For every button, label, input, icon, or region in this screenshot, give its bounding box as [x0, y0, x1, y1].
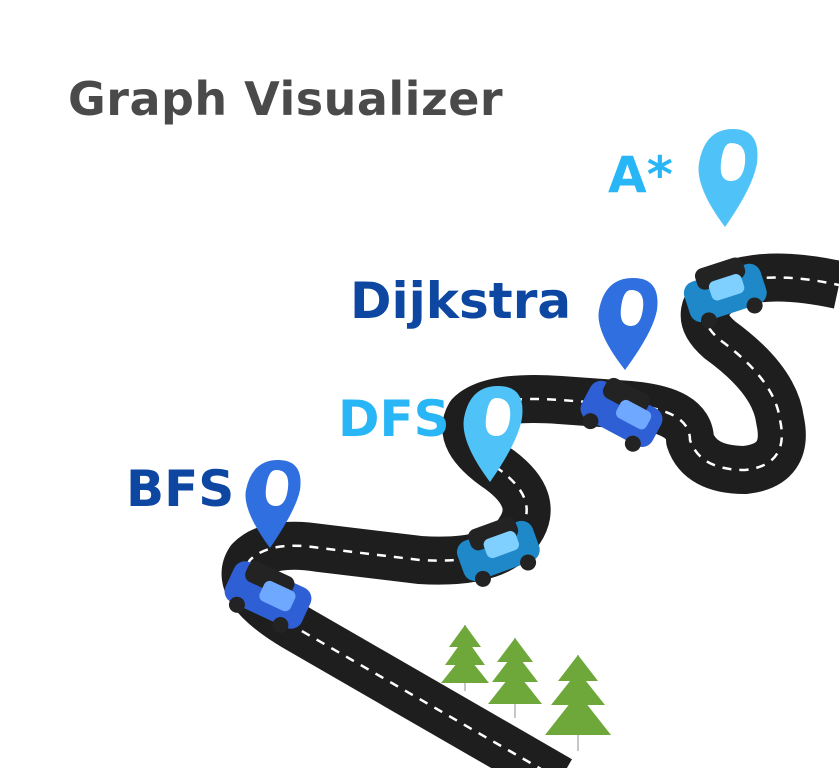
car-icon [224, 561, 312, 634]
label-bfs: BFS [126, 460, 235, 518]
map-pin-icon [698, 129, 758, 227]
map-pin-icon [463, 386, 523, 482]
winding-road [221, 253, 839, 768]
label-dfs: DFS [338, 390, 450, 448]
pine-tree-icon [441, 625, 489, 691]
car-icon [683, 257, 767, 329]
map-pin-icon [245, 460, 301, 548]
map-pin-icon [598, 278, 658, 370]
car-icon [456, 517, 540, 587]
car-icon [580, 377, 663, 452]
pine-tree-icon [488, 638, 542, 718]
label-astar: A* [608, 146, 673, 204]
pine-tree-icon [545, 655, 611, 751]
page-title: Graph Visualizer [68, 72, 504, 126]
label-dijkstra: Dijkstra [350, 272, 572, 330]
